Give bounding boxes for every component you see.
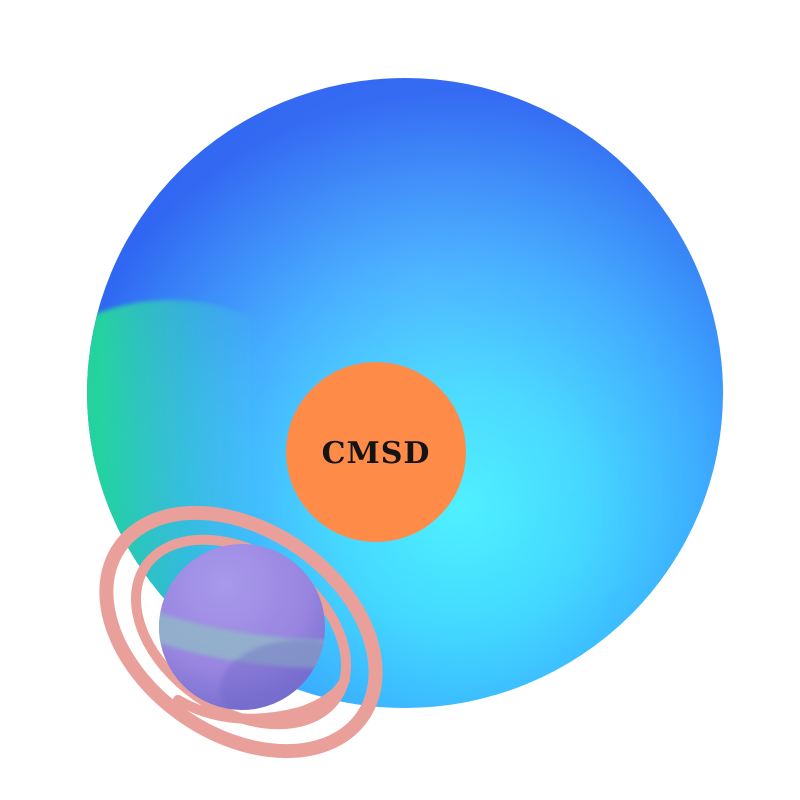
logo-badge: CMSD — [286, 362, 466, 542]
logo-text: CMSD — [322, 436, 431, 471]
badge-circle — [286, 362, 466, 542]
planet-rings-front-arcs — [173, 675, 350, 724]
